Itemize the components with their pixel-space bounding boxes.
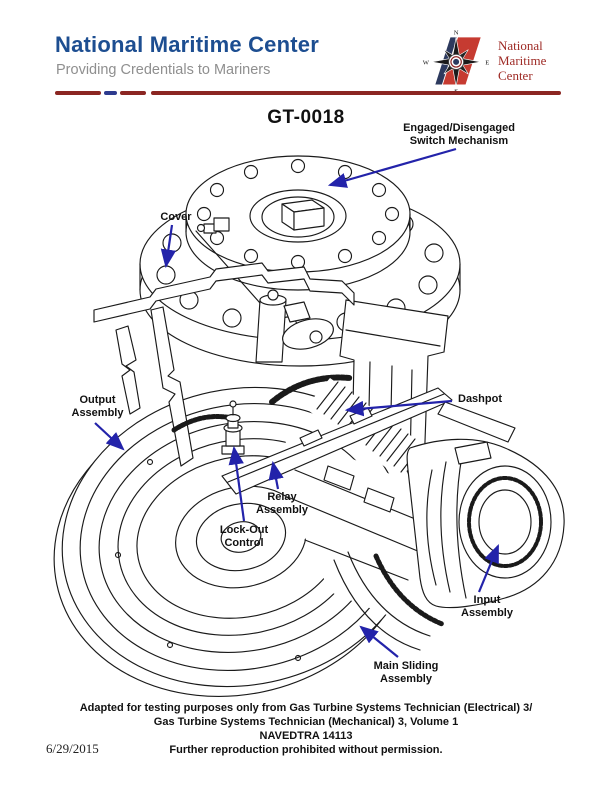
- callout-lockout-control: Lock-Out Control: [210, 524, 278, 550]
- nmc-logo: N E S W National Maritime Center: [422, 26, 547, 95]
- callout-dashpot: Dashpot: [452, 393, 508, 406]
- callout-arrows: [94, 147, 500, 658]
- compass-n: N: [454, 30, 459, 37]
- callout-cover: Cover: [152, 211, 200, 224]
- callout-line: Engaged/Disengaged: [403, 122, 515, 134]
- footer-line-1: Adapted for testing purposes only from G…: [79, 702, 533, 714]
- divider-seg: [151, 91, 561, 95]
- print-date: 6/29/2015: [46, 741, 99, 756]
- logo-line-1: National: [498, 37, 543, 53]
- callout-line: Assembly: [380, 673, 432, 685]
- compass-w: W: [423, 60, 430, 67]
- callout-main-sliding-assembly: Main Sliding Assembly: [363, 660, 449, 686]
- callout-output-assembly: Output Assembly: [60, 394, 135, 420]
- callout-line: Control: [224, 537, 264, 549]
- footer-line-3: NAVEDTRA 14113: [259, 730, 353, 742]
- callout-relay-assembly: Relay Assembly: [250, 491, 314, 517]
- logo-line-3: Center: [498, 67, 533, 83]
- callout-switch-mechanism: Engaged/Disengaged Switch Mechanism: [388, 122, 530, 148]
- callout-line: Relay: [267, 491, 297, 503]
- callout-line: Main Sliding: [373, 660, 439, 672]
- divider-seg: [120, 91, 146, 95]
- header-subtitle: Providing Credentials to Mariners: [56, 62, 271, 78]
- callout-line: Dashpot: [458, 393, 502, 405]
- figure-title: GT-0018: [267, 107, 345, 128]
- logo-wordmark: National Maritime Center: [498, 38, 546, 83]
- callout-line: Assembly: [256, 504, 308, 516]
- logo-line-2: Maritime: [498, 52, 547, 68]
- callout-line: Output: [79, 394, 116, 406]
- callout-line: Assembly: [71, 407, 124, 419]
- divider-seg-blue: [104, 91, 117, 95]
- header-title: National Maritime Center: [55, 32, 319, 57]
- footer-notice: Adapted for testing purposes only from G…: [0, 701, 612, 757]
- compass-e: E: [485, 60, 489, 67]
- callout-line: Input: [473, 594, 501, 606]
- callout-line: Assembly: [461, 607, 513, 619]
- footer-line-2: Gas Turbine Systems Technician (Mechanic…: [153, 716, 459, 728]
- footer-line-4: Further reproduction prohibited without …: [169, 744, 443, 756]
- callout-line: Lock-Out: [219, 524, 269, 536]
- callout-line: Switch Mechanism: [409, 135, 509, 147]
- callout-input-assembly: Input Assembly: [455, 594, 519, 620]
- header-divider: [55, 91, 561, 95]
- compass-rose-icon: N E S W: [423, 30, 490, 95]
- divider-seg: [55, 91, 101, 95]
- callout-line: Cover: [160, 211, 192, 223]
